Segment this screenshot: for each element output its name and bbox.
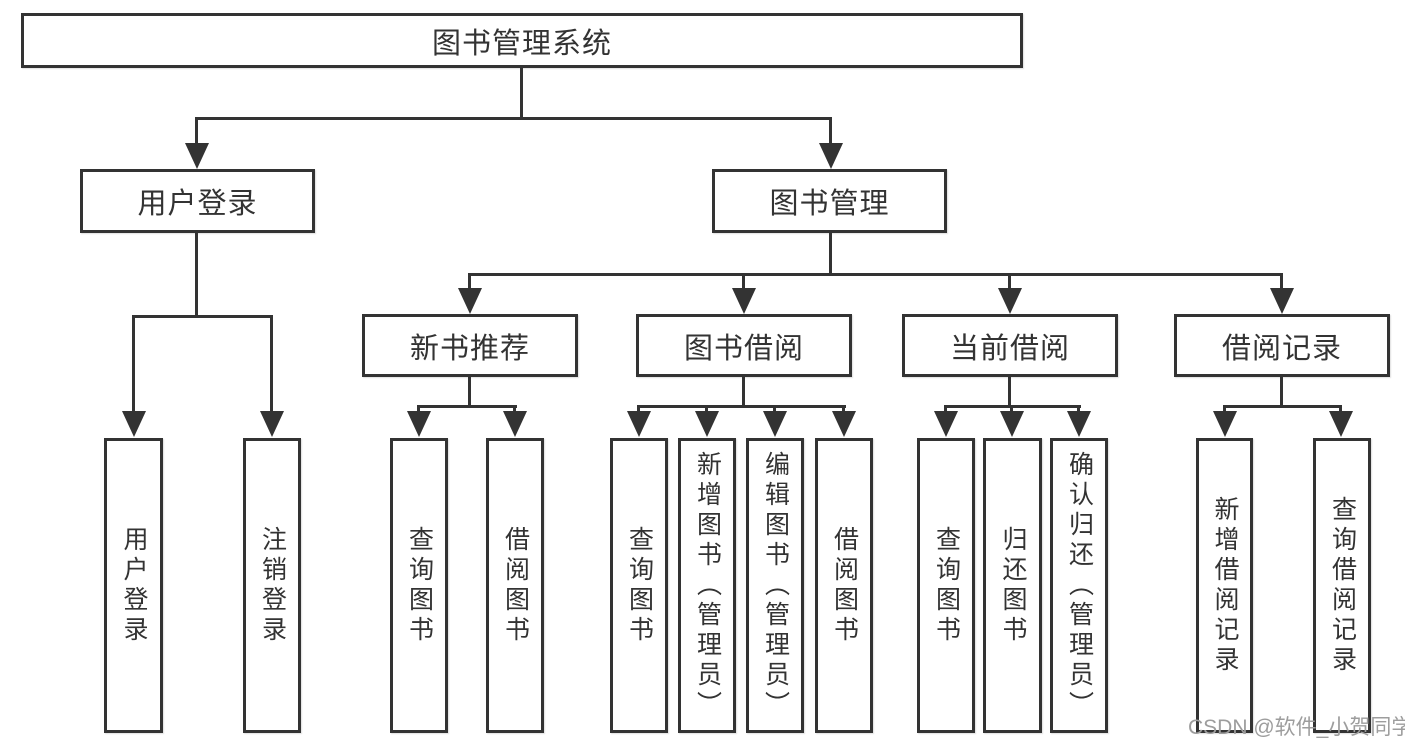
node-new-book-recommend-label: 新书推荐 bbox=[409, 332, 530, 365]
arrow-to-current-borrow bbox=[998, 288, 1022, 314]
connector-stub-br-add bbox=[1223, 405, 1226, 411]
leaf-nb-query-books-label: 查询图书 bbox=[405, 525, 434, 646]
leaf-cb-query-books-label: 查询图书 bbox=[932, 525, 961, 646]
arrow-to-cb-return bbox=[1000, 411, 1024, 437]
leaf-bb-edit-book-admin: 编辑图书（管理员） bbox=[746, 438, 804, 733]
leaf-br-query-record-label: 查询借阅记录 bbox=[1328, 495, 1357, 676]
node-user-login-label: 用户登录 bbox=[137, 188, 258, 220]
arrow-to-nb-query bbox=[407, 411, 431, 437]
leaf-br-add-record-label: 新增借阅记录 bbox=[1211, 495, 1239, 676]
connector-user-login-bar bbox=[132, 315, 273, 318]
arrow-to-bb-edit bbox=[763, 411, 787, 437]
connector-new-book-stem bbox=[468, 377, 471, 405]
arrow-to-bb-borrow bbox=[832, 411, 856, 437]
connector-stub-leaf-logout bbox=[270, 315, 273, 411]
connector-stub-br-query bbox=[1339, 405, 1342, 411]
leaf-bb-add-book-admin-label: 新增图书（管理员） bbox=[693, 450, 722, 721]
leaf-bb-borrow-book: 借阅图书 bbox=[815, 438, 873, 733]
arrow-to-cb-query bbox=[934, 411, 958, 437]
arrow-to-bb-add bbox=[695, 411, 719, 437]
connector-book-borrow-stem bbox=[742, 377, 745, 405]
leaf-cb-confirm-return-admin: 确认归还（管理员） bbox=[1050, 438, 1108, 733]
node-borrow-records: 借阅记录 bbox=[1174, 314, 1390, 377]
connector-root-branch-bar bbox=[195, 117, 832, 120]
leaf-bb-borrow-book-label: 借阅图书 bbox=[830, 525, 859, 646]
connector-book-borrow-bar bbox=[637, 405, 846, 408]
node-borrow-records-label: 借阅记录 bbox=[1221, 332, 1342, 365]
leaf-bb-query-books: 查询图书 bbox=[610, 438, 668, 733]
leaf-cb-return-book-label: 归还图书 bbox=[999, 525, 1027, 646]
connector-stub-new-book bbox=[468, 273, 471, 288]
connector-stub-cb-confirm bbox=[1077, 405, 1080, 411]
leaf-cb-query-books: 查询图书 bbox=[917, 438, 975, 733]
connector-stub-book-mgmt bbox=[829, 117, 832, 145]
leaf-user-login: 用户登录 bbox=[104, 438, 163, 733]
leaf-cb-confirm-return-admin-label: 确认归还（管理员） bbox=[1065, 450, 1094, 721]
arrow-to-br-add bbox=[1213, 411, 1237, 437]
arrow-to-leaf-user-login bbox=[122, 411, 146, 437]
arrow-to-borrow-records bbox=[1270, 288, 1294, 314]
arrow-to-book-mgmt bbox=[819, 143, 843, 169]
leaf-user-login-label: 用户登录 bbox=[120, 525, 148, 646]
leaf-br-add-record: 新增借阅记录 bbox=[1196, 438, 1253, 733]
leaf-cb-return-book: 归还图书 bbox=[983, 438, 1042, 733]
connector-book-mgmt-stem bbox=[829, 233, 832, 273]
arrow-to-book-borrow bbox=[732, 288, 756, 314]
connector-user-login-stem bbox=[195, 233, 198, 315]
leaf-bb-query-books-label: 查询图书 bbox=[625, 525, 654, 646]
node-book-borrow-label: 图书借阅 bbox=[683, 332, 804, 365]
connector-stub-nb-query bbox=[417, 405, 420, 411]
node-book-borrow: 图书借阅 bbox=[636, 314, 852, 377]
csdn-watermark: CSDN @软件_小贺同学 bbox=[1188, 716, 1405, 739]
connector-stub-borrow-records bbox=[1280, 273, 1283, 288]
connector-stub-user-login bbox=[195, 117, 198, 145]
node-new-book-recommend: 新书推荐 bbox=[362, 314, 578, 377]
arrow-to-leaf-logout bbox=[260, 411, 284, 437]
node-book-management: 图书管理 bbox=[712, 169, 947, 233]
leaf-nb-borrow-books-label: 借阅图书 bbox=[501, 525, 530, 646]
leaf-logout: 注销登录 bbox=[243, 438, 301, 733]
connector-root-stem bbox=[520, 68, 523, 119]
arrow-to-bb-query bbox=[627, 411, 651, 437]
connector-book-mgmt-bar bbox=[468, 273, 1283, 276]
leaf-bb-edit-book-admin-label: 编辑图书（管理员） bbox=[761, 450, 790, 721]
connector-stub-cb-query bbox=[944, 405, 947, 411]
node-current-borrow: 当前借阅 bbox=[902, 314, 1118, 377]
connector-stub-bb-borrow bbox=[842, 405, 845, 411]
arrow-to-user-login bbox=[185, 143, 209, 169]
leaf-logout-label: 注销登录 bbox=[258, 525, 287, 646]
arrow-to-br-query bbox=[1329, 411, 1353, 437]
leaf-nb-borrow-books: 借阅图书 bbox=[486, 438, 544, 733]
connector-borrow-records-bar bbox=[1223, 405, 1342, 408]
connector-current-borrow-stem bbox=[1008, 377, 1011, 405]
connector-stub-leaf-user-login bbox=[132, 315, 135, 411]
connector-stub-bb-add bbox=[705, 405, 708, 411]
leaf-br-query-record: 查询借阅记录 bbox=[1313, 438, 1371, 733]
node-root-label: 图书管理系统 bbox=[431, 27, 612, 60]
connector-stub-current-borrow bbox=[1008, 273, 1011, 288]
node-root-library-system: 图书管理系统 bbox=[21, 13, 1023, 68]
leaf-bb-add-book-admin: 新增图书（管理员） bbox=[678, 438, 736, 733]
connector-stub-nb-borrow bbox=[513, 405, 516, 411]
connector-stub-cb-return bbox=[1010, 405, 1013, 411]
connector-stub-book-borrow bbox=[742, 273, 745, 288]
connector-stub-bb-query bbox=[637, 405, 640, 411]
connector-stub-bb-edit bbox=[773, 405, 776, 411]
leaf-nb-query-books: 查询图书 bbox=[390, 438, 448, 733]
arrow-to-cb-confirm bbox=[1067, 411, 1091, 437]
connector-borrow-records-stem bbox=[1280, 377, 1283, 405]
arrow-to-new-book bbox=[458, 288, 482, 314]
arrow-to-nb-borrow bbox=[503, 411, 527, 437]
node-user-login: 用户登录 bbox=[80, 169, 315, 233]
node-book-management-label: 图书管理 bbox=[769, 188, 890, 220]
connector-new-book-bar bbox=[417, 405, 517, 408]
node-current-borrow-label: 当前借阅 bbox=[949, 332, 1070, 365]
